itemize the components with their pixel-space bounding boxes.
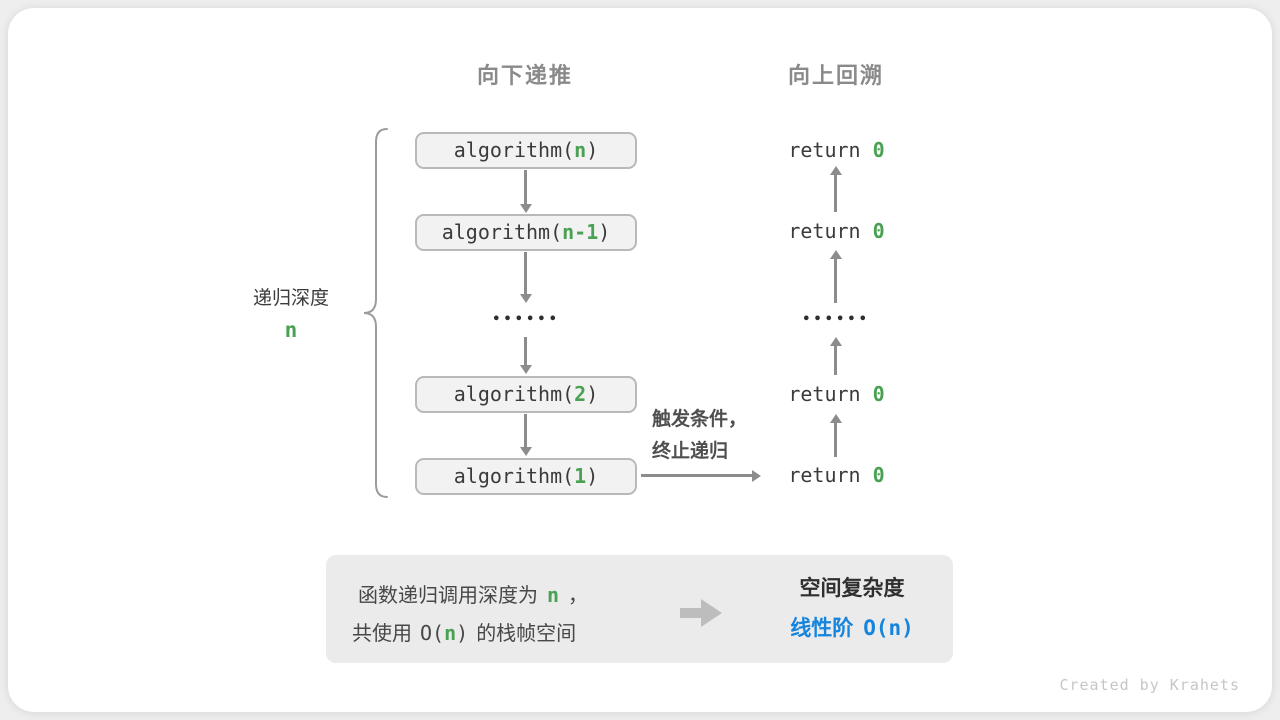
code-arg: n — [574, 138, 587, 162]
arrow-right-icon — [641, 469, 761, 482]
code-arg: n-1 — [562, 220, 599, 244]
code-text: algorithm( — [453, 138, 575, 162]
credit-text: Created by Krahets — [1059, 676, 1240, 694]
arrow-down-icon — [519, 170, 532, 213]
ellipsis-left: •••••• — [492, 312, 560, 327]
code-text: ) — [598, 220, 611, 244]
code-text: ) — [586, 464, 599, 488]
summary-var: n — [547, 583, 560, 607]
arrow-up-icon — [829, 166, 842, 212]
return-keyword: return — [788, 382, 861, 406]
return-value: 0 — [872, 463, 885, 487]
arrow-down-icon — [519, 337, 532, 374]
complexity-order-label: 线性阶 — [790, 616, 854, 640]
call-box-algorithm-1: algorithm(1) — [415, 458, 637, 495]
big-o-close: ) — [456, 621, 469, 645]
summary-text: 函数递归调用深度为 — [358, 583, 538, 607]
summary-text: ， — [568, 583, 589, 607]
trigger-condition-line2: 终止递归 — [652, 440, 729, 462]
recursion-depth-variable: n — [284, 318, 298, 342]
complexity-notation: O(n) — [863, 616, 914, 640]
return-value: 0 — [872, 219, 885, 243]
implies-arrow-icon — [680, 599, 722, 627]
summary-text: 共使用 — [352, 621, 412, 645]
return-statement: return 0 — [776, 462, 897, 488]
return-statement: return 0 — [776, 218, 897, 244]
call-box-algorithm-2: algorithm(2) — [415, 376, 637, 413]
code-text: ) — [586, 382, 599, 406]
arrow-down-icon — [519, 252, 532, 303]
call-box-algorithm-n: algorithm(n) — [415, 132, 637, 169]
return-keyword: return — [788, 219, 861, 243]
ellipsis-right: •••••• — [802, 312, 870, 327]
big-o-open: O( — [420, 621, 445, 645]
arrow-up-icon — [829, 337, 842, 375]
return-value: 0 — [872, 382, 885, 406]
big-o-var: n — [444, 621, 457, 645]
return-statement: return 0 — [776, 137, 897, 163]
space-complexity-title: 空间复杂度 — [799, 576, 905, 600]
code-text: algorithm( — [441, 220, 563, 244]
summary-line2: 共使用 O(n) 的栈帧空间 — [352, 617, 576, 646]
recursion-depth-label: 递归深度 — [252, 287, 329, 309]
summary-text: 的栈帧空间 — [476, 621, 577, 645]
header-upward-backtrack: 向上回溯 — [787, 64, 884, 89]
return-value: 0 — [872, 138, 885, 162]
code-text: algorithm( — [453, 464, 575, 488]
arrow-up-icon — [829, 414, 842, 457]
return-statement: return 0 — [776, 381, 897, 407]
summary-line1: 函数递归调用深度为 n ， — [358, 579, 588, 608]
code-arg: 1 — [574, 464, 587, 488]
return-keyword: return — [788, 463, 861, 487]
arrow-down-icon — [519, 414, 532, 456]
header-downward-recursion: 向下递推 — [476, 64, 573, 89]
code-text: algorithm( — [453, 382, 575, 406]
code-arg: 2 — [574, 382, 587, 406]
call-box-algorithm-n-1: algorithm(n-1) — [415, 214, 637, 251]
brace-icon — [363, 128, 388, 498]
summary-box — [326, 555, 953, 663]
space-complexity-result: 线性阶 O(n) — [737, 612, 967, 642]
arrow-up-icon — [829, 250, 842, 303]
return-keyword: return — [788, 138, 861, 162]
trigger-condition-line1: 触发条件， — [652, 408, 748, 430]
code-text: ) — [586, 138, 599, 162]
